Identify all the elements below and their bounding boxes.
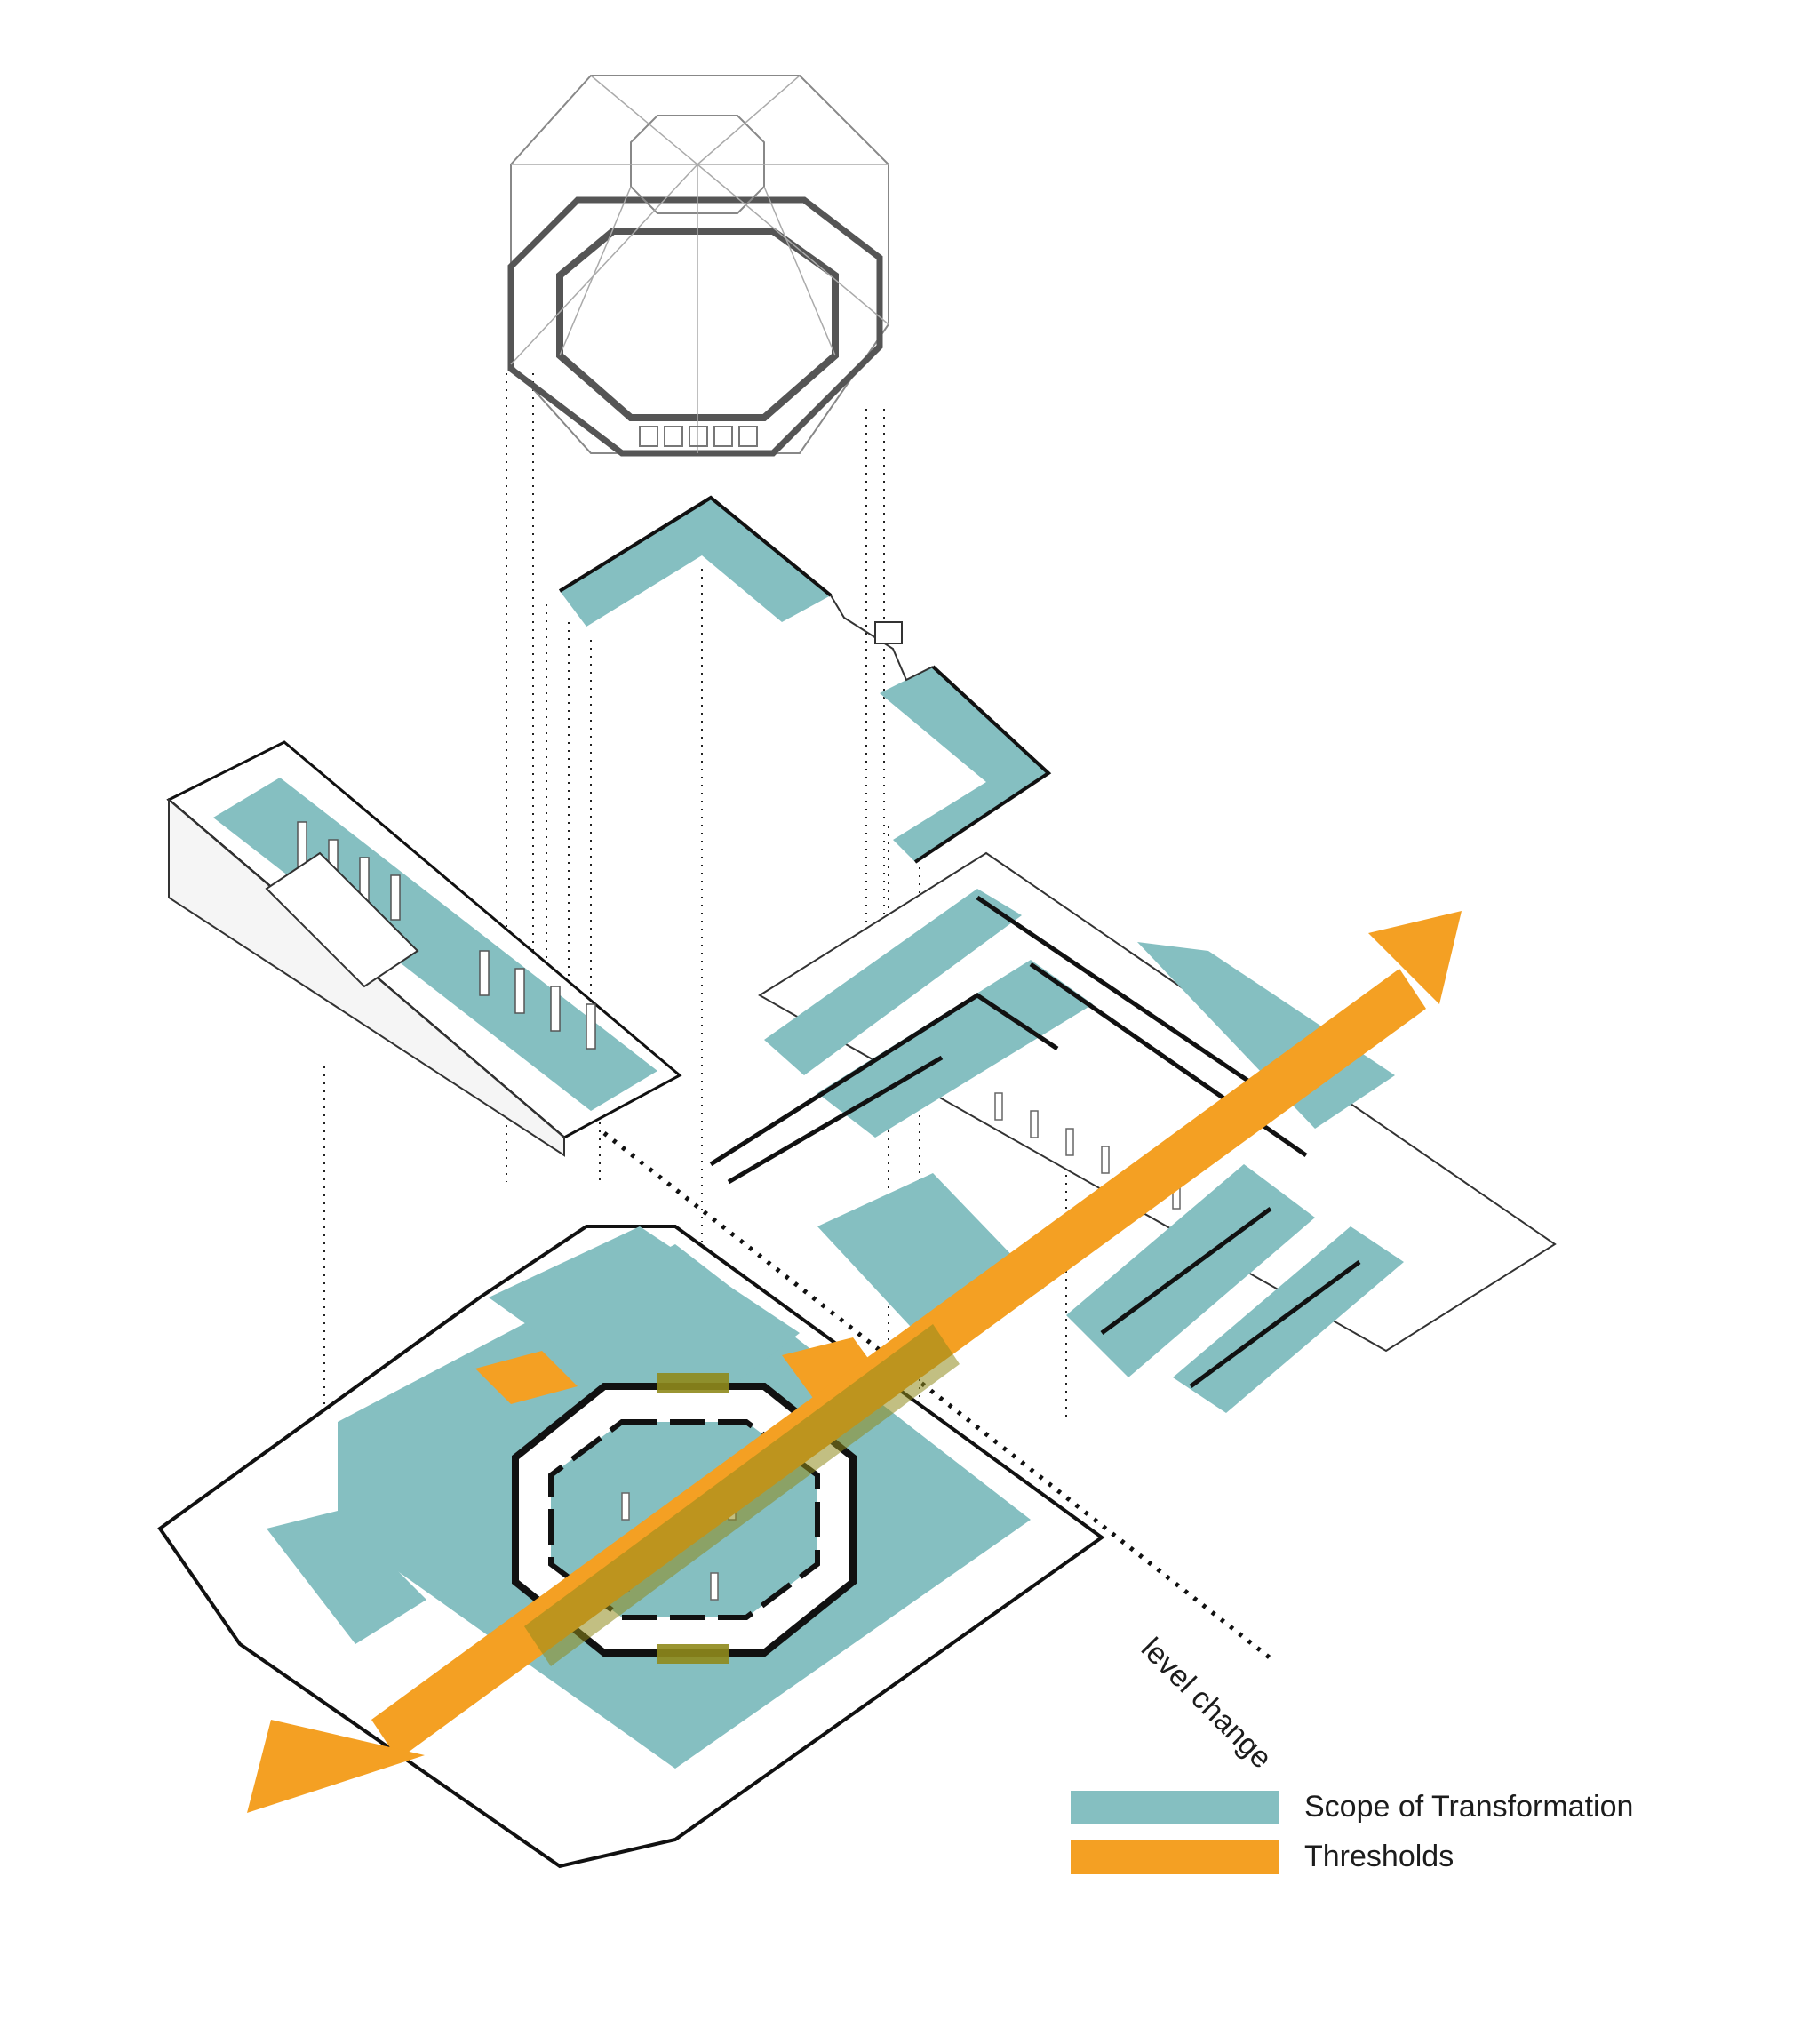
right-block <box>709 851 1557 1413</box>
legend-label-scope: Scope of Transformation <box>1304 1789 1634 1824</box>
left-gallery-block <box>166 740 682 1157</box>
legend-item-scope: Scope of Transformation <box>1071 1782 1633 1832</box>
legend-swatches <box>1071 1791 1279 1874</box>
legend-label-threshold: Thresholds <box>1304 1839 1454 1873</box>
legend-item-threshold: Thresholds <box>1071 1832 1633 1881</box>
upper-floor-plan <box>558 495 1052 864</box>
legend-swatch-threshold <box>1071 1840 1279 1874</box>
legend-swatch-scope <box>1071 1791 1279 1824</box>
threshold-arrow <box>247 911 1462 1813</box>
dome-drawing <box>507 75 889 457</box>
legend: Scope of Transformation Thresholds <box>1071 1782 1633 1881</box>
